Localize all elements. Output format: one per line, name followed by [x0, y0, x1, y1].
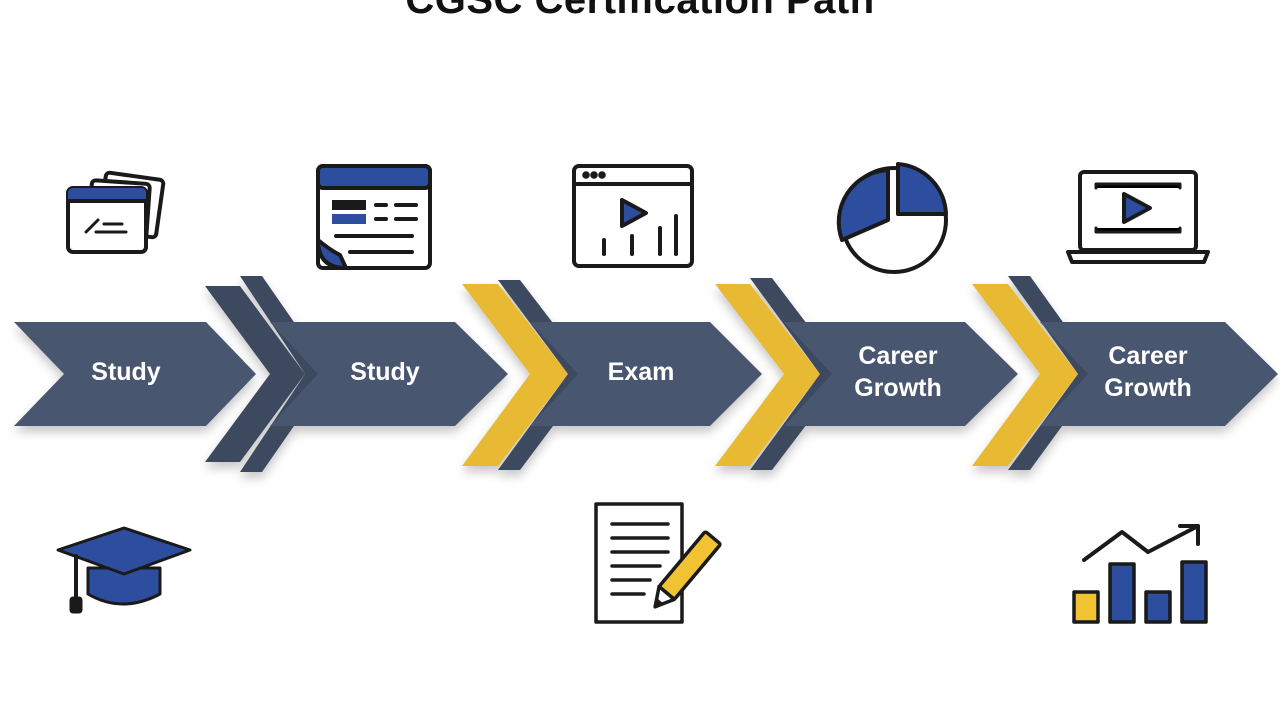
step-arrow-2: [270, 322, 508, 426]
step-5-label-line-2: Growth: [1104, 374, 1192, 402]
connector-chevron-3: [715, 284, 820, 466]
video-lesson-chart-icon: [572, 164, 694, 268]
step-4-label-line-2: Growth: [854, 374, 942, 402]
arrow-band: [14, 276, 1278, 472]
connector-chevron-4: [972, 284, 1078, 466]
connector-chevron-1: [205, 286, 305, 462]
step-5-label-line-1: Career: [1108, 342, 1187, 370]
step-3-label: Exam: [608, 358, 675, 386]
exam-paper-pencil-icon: [594, 502, 722, 624]
laptop-video-icon: [1066, 170, 1210, 264]
connector-chevron-1b: [240, 276, 330, 472]
step-arrow-1: [14, 322, 256, 426]
step-4-label-line-1: Career: [858, 342, 937, 370]
course-cards-icon: [66, 170, 166, 254]
connector-chevron-2b: [498, 280, 592, 470]
step-2-label: Study: [350, 358, 420, 386]
step-arrow-5: [1040, 322, 1278, 426]
step-1-label: Study: [91, 358, 161, 386]
graduation-cap-icon: [56, 526, 192, 614]
connector-chevron-3b: [750, 278, 845, 470]
step-arrow-3: [530, 322, 762, 426]
connector-chevron-2: [462, 284, 568, 466]
step-arrow-4: [784, 322, 1018, 426]
document-dashboard-icon: [316, 164, 432, 270]
pie-chart-icon: [836, 162, 948, 274]
page-title: CGSC Certification Path: [405, 0, 875, 22]
connector-chevron-4b: [1008, 276, 1100, 470]
growth-bar-chart-icon: [1072, 524, 1208, 624]
